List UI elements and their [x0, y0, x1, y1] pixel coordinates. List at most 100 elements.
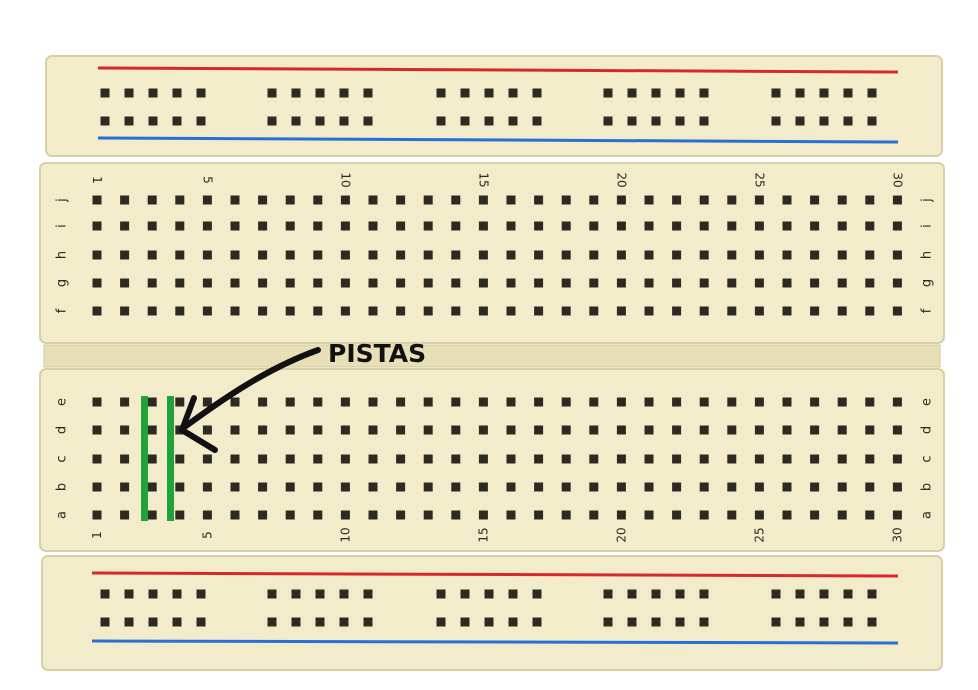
rail-hole [508, 617, 518, 627]
terminal-hole [589, 454, 599, 464]
terminal-hole [230, 278, 240, 288]
terminal-hole [865, 221, 875, 231]
terminal-hole [451, 510, 461, 520]
terminal-hole [451, 195, 461, 205]
terminal-hole [644, 221, 654, 231]
rail-hole [172, 589, 182, 599]
rail-hole [603, 617, 613, 627]
terminal-hole [727, 454, 737, 464]
terminal-hole [451, 278, 461, 288]
terminal-hole [672, 195, 682, 205]
rail-hole [291, 88, 301, 98]
rail-hole [124, 589, 134, 599]
row-letter-right: j [920, 198, 935, 203]
terminal-hole [672, 510, 682, 520]
row-letter-left: f [55, 308, 70, 313]
terminal-hole [313, 510, 323, 520]
terminal-hole [892, 278, 902, 288]
terminal-hole [810, 306, 820, 316]
terminal-hole [754, 482, 764, 492]
terminal-hole [92, 221, 102, 231]
terminal-hole [175, 195, 185, 205]
terminal-hole [120, 278, 130, 288]
terminal-hole [754, 221, 764, 231]
terminal-hole [340, 510, 350, 520]
rail-hole [603, 589, 613, 599]
terminal-hole [534, 278, 544, 288]
rail-hole [196, 116, 206, 126]
terminal-hole [837, 250, 847, 260]
terminal-hole [230, 454, 240, 464]
rail-hole [532, 589, 542, 599]
breadboard-holes [92, 88, 902, 627]
terminal-hole [837, 306, 847, 316]
terminal-hole [451, 482, 461, 492]
terminal-hole [865, 278, 875, 288]
terminal-hole [120, 510, 130, 520]
rail-hole [339, 617, 349, 627]
terminal-hole [175, 454, 185, 464]
terminal-hole [865, 454, 875, 464]
terminal-hole [672, 250, 682, 260]
rail-hole [771, 88, 781, 98]
terminal-hole [699, 510, 709, 520]
rail-hole [627, 88, 637, 98]
terminal-hole [892, 250, 902, 260]
rail-hole [315, 589, 325, 599]
terminal-hole [92, 425, 102, 435]
terminal-hole [258, 195, 268, 205]
terminal-hole [147, 482, 157, 492]
terminal-hole [478, 278, 488, 288]
terminal-hole [423, 397, 433, 407]
rail-hole [675, 88, 685, 98]
terminal-hole [534, 425, 544, 435]
terminal-hole [230, 221, 240, 231]
rail-hole [267, 116, 277, 126]
rail-hole [532, 617, 542, 627]
terminal-hole [810, 454, 820, 464]
terminal-hole [313, 397, 323, 407]
terminal-hole [92, 510, 102, 520]
terminal-hole [782, 482, 792, 492]
bottom-red-rail-line [91, 571, 899, 578]
row-letter-right: c [920, 455, 935, 462]
terminal-hole [506, 221, 516, 231]
terminal-hole [285, 482, 295, 492]
terminal-hole [727, 221, 737, 231]
rail-hole [436, 589, 446, 599]
terminal-hole [782, 454, 792, 464]
rail-hole [196, 589, 206, 599]
rail-hole [867, 116, 877, 126]
rail-hole [771, 116, 781, 126]
terminal-hole [92, 482, 102, 492]
terminal-hole [313, 278, 323, 288]
rail-hole [627, 617, 637, 627]
rail-hole [843, 116, 853, 126]
rail-hole [508, 116, 518, 126]
terminal-hole [865, 425, 875, 435]
terminal-hole [561, 454, 571, 464]
terminal-hole [810, 397, 820, 407]
rail-hole [315, 116, 325, 126]
terminal-hole [699, 278, 709, 288]
rail-hole [795, 617, 805, 627]
terminal-hole [147, 454, 157, 464]
terminal-hole [506, 454, 516, 464]
terminal-hole [120, 306, 130, 316]
terminal-hole [478, 510, 488, 520]
arrow-head [179, 395, 218, 453]
terminal-hole [644, 195, 654, 205]
rail-hole [267, 88, 277, 98]
terminal-hole [589, 425, 599, 435]
terminal-hole [561, 397, 571, 407]
terminal-hole [810, 510, 820, 520]
terminal-hole [672, 425, 682, 435]
rail-hole [699, 589, 709, 599]
terminal-hole [644, 425, 654, 435]
column-number-top: 5 [200, 176, 214, 184]
bottom-blue-rail-line [91, 639, 899, 645]
terminal-hole [368, 278, 378, 288]
terminal-hole [368, 397, 378, 407]
row-letter-right: h [920, 251, 935, 259]
terminal-hole [754, 250, 764, 260]
